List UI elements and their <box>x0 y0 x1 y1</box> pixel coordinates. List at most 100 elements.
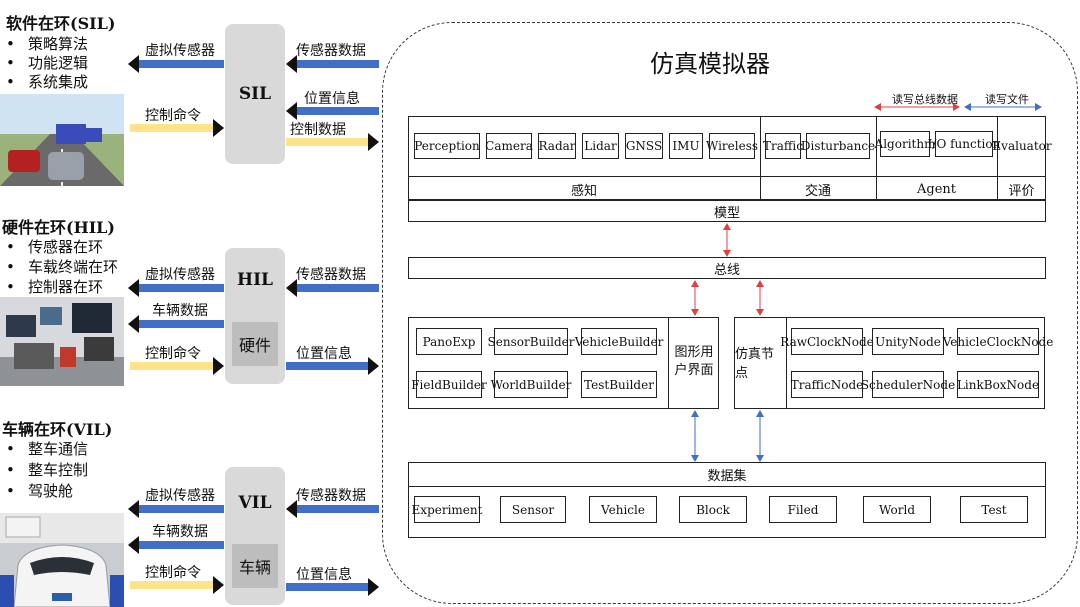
arrow-left-blue <box>286 55 379 73</box>
gui-dataset-arrow <box>691 410 699 462</box>
hil-sensor-data-label: 传感器数据 <box>296 267 366 283</box>
sil-bullet: 系统集成 <box>0 71 88 92</box>
sil-node-label: SIL <box>238 84 272 104</box>
arrow-left-blue <box>128 536 224 554</box>
dataset-item-block: Block <box>679 496 747 523</box>
node-dataset-arrow <box>756 410 764 462</box>
hil-bullet: 传感器在环 <box>0 236 103 257</box>
sil-control-data-label: 控制数据 <box>290 122 346 138</box>
arrow-left-blue <box>286 102 379 120</box>
unitynode-item: UnityNode <box>872 328 944 355</box>
arrow-left-blue <box>128 55 224 73</box>
dataset-label: 数据集 <box>707 469 747 484</box>
bus-bar: 总线 <box>408 257 1046 279</box>
agent-group-label: Agent <box>917 181 956 197</box>
sil-sensor-data-label: 传感器数据 <box>296 43 366 59</box>
sil-bullet: 策略算法 <box>0 33 88 54</box>
arrow-left-blue <box>128 500 224 518</box>
sil-bullet: 功能逻辑 <box>0 52 88 73</box>
fieldbuilder-item: FieldBuilder <box>411 371 487 398</box>
sensorbuilder-item: SensorBuilder <box>488 328 574 355</box>
vil-bullet: 整车控制 <box>0 459 88 480</box>
sil-node: SIL <box>225 24 285 164</box>
vehiclebuilder-item: VehicleBuilder <box>575 328 663 355</box>
bus-node-arrow <box>756 280 764 316</box>
io-function-item: I/O function <box>928 131 1000 157</box>
hil-lab-image <box>0 297 124 386</box>
vil-control-cmd-label: 控制命令 <box>145 565 201 581</box>
hil-node-label: HIL <box>237 270 273 290</box>
hil-title: 硬件在环(HIL) <box>2 218 115 237</box>
vil-vehicle-data-label: 车辆数据 <box>152 524 208 540</box>
sil-virtual-sensor-label: 虚拟传感器 <box>145 43 215 59</box>
model-bus-arrow <box>723 223 731 257</box>
vil-sensor-data-label: 传感器数据 <box>296 488 366 504</box>
dataset-item-sensor: Sensor <box>500 496 566 523</box>
vil-vehicle-box: 车辆 <box>232 544 278 588</box>
perception-group-label: 感知 <box>570 183 597 199</box>
camera-item: Camera <box>485 133 533 159</box>
eval-group-label: 评价 <box>1008 183 1035 199</box>
radar-item: Radar <box>538 133 576 159</box>
arrow-right-yellow <box>130 119 224 137</box>
arrow-right-yellow <box>130 576 224 594</box>
dataset-item-test: Test <box>960 496 1028 523</box>
dataset-item-vehicle: Vehicle <box>589 496 657 523</box>
vil-bullet: 驾驶舱 <box>0 480 73 501</box>
arrow-left-blue <box>128 315 224 333</box>
rawclocknode-item: RawClockNode <box>780 328 874 355</box>
sil-title: 软件在环(SIL) <box>6 14 116 33</box>
hil-virtual-sensor-label: 虚拟传感器 <box>145 267 215 283</box>
linkboxnode-item: LinkBoxNode <box>957 371 1039 398</box>
vil-car-image <box>0 513 124 607</box>
gnss-item: GNSS <box>625 133 663 159</box>
wireless-item: Wireless <box>706 133 758 159</box>
arrow-right-yellow <box>130 357 224 375</box>
vil-position-label: 位置信息 <box>296 567 352 583</box>
arrow-left-blue <box>286 500 379 518</box>
perception-item: Perception <box>414 133 480 159</box>
hil-bullet: 控制器在环 <box>0 276 103 297</box>
schedulernode-item: SchedulerNode <box>861 371 955 398</box>
imu-item: IMU <box>669 133 703 159</box>
dataset-item-filed: Filed <box>769 496 837 523</box>
hil-hardware-box: 硬件 <box>232 322 278 366</box>
simulator-title: 仿真模拟器 <box>650 50 770 78</box>
trafficnode-item: TrafficNode <box>791 371 863 398</box>
vehicleclocknode-item: VehicleClockNode <box>943 328 1053 355</box>
sil-position-label: 位置信息 <box>304 91 360 107</box>
arrow-left-blue <box>286 279 379 297</box>
model-bar: 模型 <box>408 200 1046 222</box>
testbuilder-item: TestBuilder <box>581 371 657 398</box>
disturbance-item: Disturbance <box>801 133 875 159</box>
vil-virtual-sensor-label: 虚拟传感器 <box>145 488 215 504</box>
vil-bullet: 整车通信 <box>0 438 88 459</box>
hil-bullet: 车载终端在环 <box>0 256 118 277</box>
dataset-item-world: World <box>863 496 931 523</box>
simulator-frame <box>382 22 1078 604</box>
gui-label: 图形用户界面 <box>674 345 714 378</box>
hil-vehicle-data-label: 车辆数据 <box>152 303 208 319</box>
algorithm-item: Algorithm <box>875 131 935 157</box>
vil-title: 车辆在环(VIL) <box>2 420 113 439</box>
arrow-right-blue <box>286 578 379 596</box>
traffic-item: Traffic <box>763 133 803 159</box>
vil-node-label: VIL <box>238 493 272 513</box>
read-write-arrows <box>874 103 1042 111</box>
worldbuilder-item: WorldBuilder <box>491 371 571 398</box>
arrow-right-yellow <box>286 133 379 151</box>
arrow-left-blue <box>128 279 224 297</box>
arrow-right-blue <box>286 357 379 375</box>
panoexp-item: PanoExp <box>416 328 482 355</box>
node-label: 仿真节点 <box>735 347 775 381</box>
traffic-group-label: 交通 <box>804 183 831 199</box>
hil-position-label: 位置信息 <box>296 346 352 362</box>
sil-simulation-image <box>0 94 124 186</box>
sil-control-cmd-label: 控制命令 <box>145 108 201 124</box>
read-file-label: 读写文件 <box>985 93 1029 106</box>
dataset-item-experiment: Experiment <box>412 496 482 523</box>
evaluator-label: Evaluator <box>992 139 1052 153</box>
lidar-item: Lidar <box>582 133 619 159</box>
hil-control-cmd-label: 控制命令 <box>145 346 201 362</box>
bus-gui-arrow <box>691 280 699 316</box>
